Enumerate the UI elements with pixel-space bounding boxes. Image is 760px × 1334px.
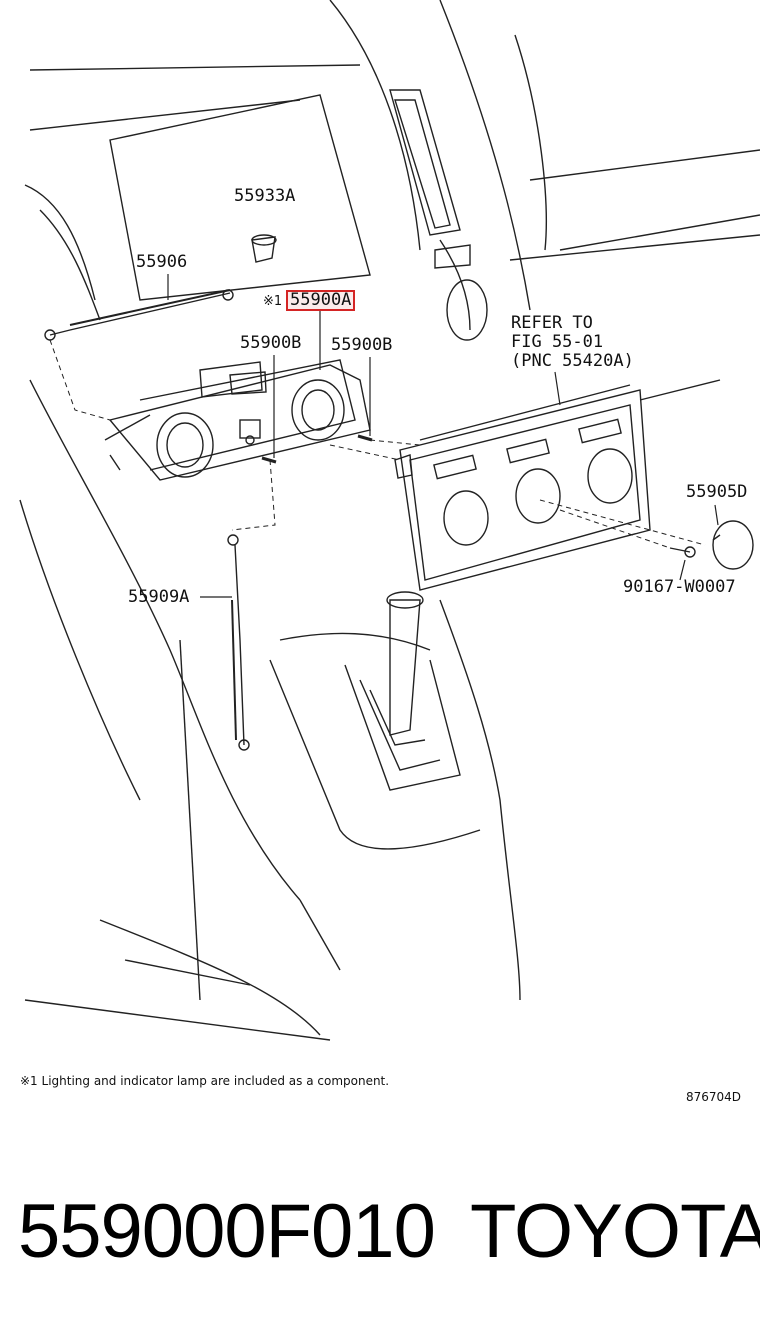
- part-number: 559000F010: [18, 1189, 436, 1274]
- component-marker: ※1: [263, 294, 283, 309]
- knob-55905D: [712, 520, 754, 570]
- leader-lines: [167, 274, 719, 598]
- clip-55933A: [251, 234, 277, 263]
- label-55900B-right: 55900B: [331, 335, 393, 355]
- brand-name: TOYOTA: [470, 1189, 760, 1274]
- label-55900A-highlighted[interactable]: 55900A: [286, 290, 356, 311]
- label-90167-W0007: 90167-W0007: [623, 577, 736, 597]
- screw-90167: [669, 546, 696, 558]
- label-55909A: 55909A: [128, 587, 190, 607]
- footnote: ※1 Lighting and indicator lamp are inclu…: [20, 1074, 390, 1088]
- drawing-number: 876704D: [686, 1090, 742, 1104]
- label-55905D: 55905D: [686, 482, 748, 502]
- refer-line-1: REFER TO: [511, 313, 593, 333]
- cable-55909A: [227, 534, 250, 751]
- guide-lines: [49, 339, 706, 549]
- cable-55906: [44, 289, 234, 341]
- refer-line-2: FIG 55-01: [511, 332, 604, 352]
- label-55900B-left: 55900B: [240, 333, 302, 353]
- center-console: [19, 379, 521, 1041]
- label-55906: 55906: [136, 252, 188, 272]
- dashboard-outline: [24, 0, 760, 401]
- label-55933A: 55933A: [234, 186, 296, 206]
- parts-diagram: [19, 0, 760, 1041]
- heater-control-assembly: [104, 359, 373, 481]
- refer-line-3: (PNC 55420A): [511, 351, 634, 371]
- bezel-panel: [394, 384, 651, 591]
